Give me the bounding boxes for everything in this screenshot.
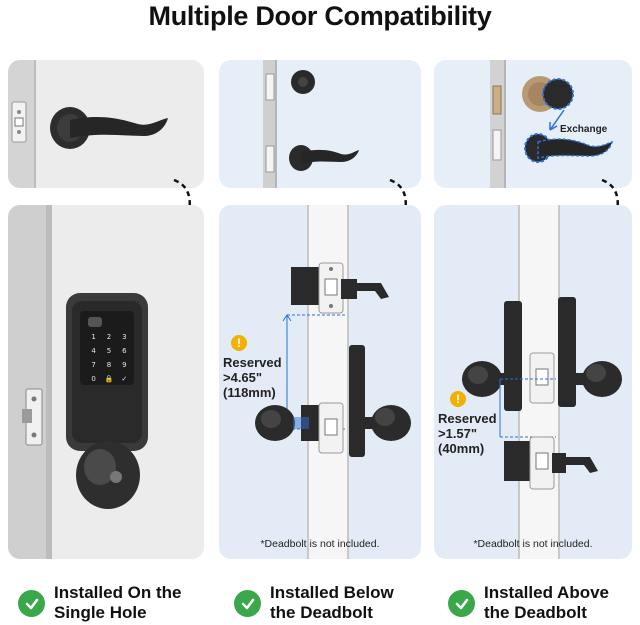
keypad-key[interactable]: 6 [122, 347, 127, 355]
caption-line: the Deadbolt [270, 603, 373, 622]
reserved-label: Reserved [223, 355, 282, 370]
panel-single-hole: 1 2 3 4 5 6 7 8 9 0 🔒 ✓ [8, 205, 204, 559]
deadbolt-note: *Deadbolt is not included. [473, 538, 593, 550]
lock-key-icon[interactable]: 🔒 [104, 375, 114, 383]
check-icon [18, 590, 45, 617]
panel-below-deadbolt: ! Reserved >4.65" (118mm) *Deadbolt is n… [219, 205, 421, 559]
reserved-inches: >4.65" [223, 370, 263, 385]
panel-top-lever-handle [8, 60, 204, 188]
deadbolt-note: *Deadbolt is not included. [260, 538, 380, 550]
caption-line: the Deadbolt [484, 603, 587, 622]
warning-icon: ! [450, 391, 466, 407]
reserved-mm: (40mm) [438, 441, 485, 456]
reserved-dimension: ! Reserved >1.57" (40mm) [438, 391, 497, 456]
keypad-key[interactable]: 1 [91, 333, 96, 341]
keypad-key[interactable]: 5 [106, 347, 112, 355]
caption-below-deadbolt: Installed Below the Deadbolt [234, 583, 394, 623]
caption-above-deadbolt: Installed Above the Deadbolt [448, 583, 609, 623]
check-icon [448, 590, 475, 617]
caption-line: Installed Below [270, 583, 394, 602]
panel-above-deadbolt: ! Reserved >1.57" (40mm) *Deadbolt is no… [434, 205, 632, 559]
keypad-key[interactable]: 2 [106, 333, 112, 341]
check-icon [234, 590, 261, 617]
caption-single-hole: Installed On the Single Hole [18, 583, 182, 623]
reserved-label: Reserved [438, 411, 497, 426]
page-title: Multiple Door Compatibility [148, 1, 492, 31]
panel-top-exchange: Exchange [434, 60, 632, 188]
reserved-inches: >1.57" [438, 426, 478, 441]
keypad-key[interactable]: 9 [122, 361, 127, 369]
caption-line: Installed On the [54, 583, 182, 602]
warning-icon: ! [231, 335, 247, 351]
keypad-key[interactable]: 4 [91, 347, 96, 355]
caption-line: Installed Above [484, 583, 610, 602]
confirm-key-icon[interactable]: ✓ [121, 375, 128, 383]
caption-line: Single Hole [54, 603, 147, 622]
panel-top-deadbolt-lever [219, 60, 421, 188]
exchange-label: Exchange [560, 124, 608, 135]
keypad: 1 2 3 4 5 6 7 8 9 0 🔒 ✓ [86, 333, 132, 383]
keypad-key[interactable]: 8 [106, 361, 112, 369]
keypad-key[interactable]: 0 [91, 375, 96, 383]
reserved-mm: (118mm) [223, 385, 276, 400]
reserved-dimension: ! Reserved >4.65" (118mm) [223, 335, 282, 400]
keypad-key[interactable]: 7 [91, 361, 96, 369]
keypad-key[interactable]: 3 [122, 333, 127, 341]
